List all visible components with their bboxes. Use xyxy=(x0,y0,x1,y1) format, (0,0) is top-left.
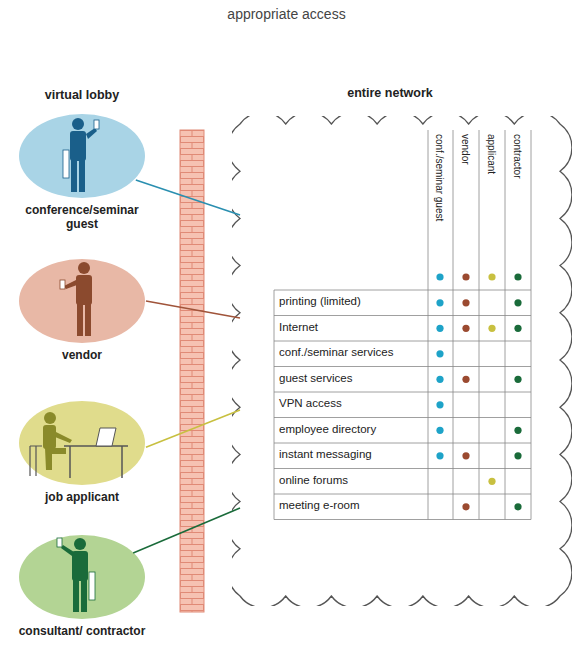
access-dot xyxy=(462,376,469,383)
person-label: conference/seminar guest xyxy=(18,203,146,231)
grid-line xyxy=(274,290,531,291)
access-connector xyxy=(136,180,240,215)
header-dot xyxy=(488,273,495,280)
access-dot xyxy=(436,376,443,383)
row-label: meeting e-room xyxy=(279,499,360,511)
grid-line xyxy=(274,468,531,469)
cloud-shape xyxy=(232,116,572,606)
grid-line xyxy=(274,315,531,316)
header-dot xyxy=(436,273,443,280)
cloud-heading: entire network xyxy=(232,86,548,100)
access-dot xyxy=(436,452,443,459)
grid-line xyxy=(479,130,480,520)
access-dot xyxy=(514,299,521,306)
access-dot xyxy=(488,325,495,332)
row-label: conf./seminar services xyxy=(279,346,393,358)
grid-line xyxy=(274,494,531,495)
grid-line xyxy=(274,341,531,342)
ellipse-fill xyxy=(19,401,145,485)
cloud-outline xyxy=(232,116,572,606)
column-header: vendor xyxy=(460,134,471,165)
access-dot xyxy=(514,427,521,434)
ellipse-fill xyxy=(19,535,145,619)
person-ellipse: job applicant xyxy=(18,400,146,506)
grid-line xyxy=(505,130,506,520)
access-dot xyxy=(462,452,469,459)
grid-line xyxy=(453,130,454,520)
access-dot xyxy=(436,350,443,357)
access-dot xyxy=(462,325,469,332)
row-label: employee directory xyxy=(279,423,376,435)
person-label: job applicant xyxy=(18,490,146,504)
access-dot xyxy=(514,376,521,383)
grid-line xyxy=(274,366,531,367)
ellipse-fill xyxy=(19,114,145,198)
grid-line xyxy=(274,392,531,393)
row-label: instant messaging xyxy=(279,448,372,460)
access-dot xyxy=(436,325,443,332)
grid-line xyxy=(428,130,429,520)
access-dot xyxy=(462,299,469,306)
access-connector xyxy=(146,410,240,447)
access-connector xyxy=(133,508,240,553)
diagram-title: appropriate access xyxy=(0,6,573,22)
ellipse-shape xyxy=(18,400,146,486)
access-dot xyxy=(436,299,443,306)
row-label: online forums xyxy=(279,474,348,486)
region-heading: virtual lobby xyxy=(18,88,146,102)
row-label: printing (limited) xyxy=(279,295,361,307)
access-dot xyxy=(462,503,469,510)
grid-line xyxy=(274,519,531,520)
access-dot xyxy=(514,325,521,332)
header-dot xyxy=(514,273,521,280)
access-dot xyxy=(514,452,521,459)
access-dot xyxy=(514,503,521,510)
grid-line xyxy=(274,417,531,418)
person-label: vendor xyxy=(18,348,146,362)
column-header: applicant xyxy=(486,134,497,174)
grid-line xyxy=(274,443,531,444)
access-connector xyxy=(146,301,240,318)
access-dot xyxy=(436,401,443,408)
grid-line xyxy=(531,130,532,520)
row-label: Internet xyxy=(279,321,318,333)
column-header: contractor xyxy=(512,134,523,178)
access-dot xyxy=(436,427,443,434)
row-label: VPN access xyxy=(279,397,342,409)
access-dot xyxy=(488,478,495,485)
ellipse-fill xyxy=(19,259,145,343)
header-dot xyxy=(462,273,469,280)
row-label: guest services xyxy=(279,372,353,384)
grid-line xyxy=(274,290,275,520)
person-label: consultant/ contractor xyxy=(18,624,146,638)
column-header: conf./seminar guest xyxy=(434,134,445,221)
